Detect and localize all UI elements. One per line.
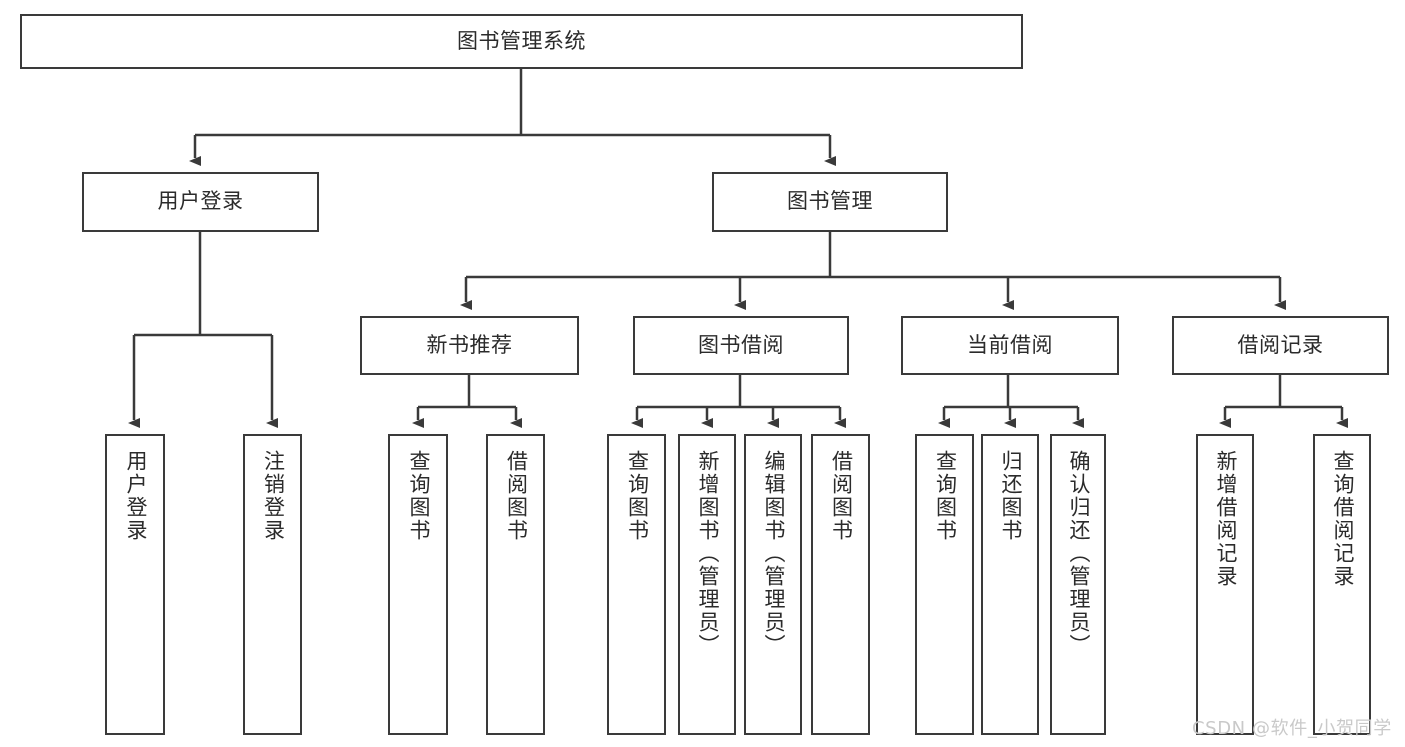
- csdn-watermark: CSDN @软件_小贺同学: [1192, 718, 1392, 739]
- node-borrow-record[interactable]: 借阅记录: [1172, 316, 1389, 375]
- node-leaf-add-borrow-record[interactable]: 新增借阅记录: [1196, 434, 1254, 735]
- node-root-system[interactable]: 图书管理系统: [20, 14, 1023, 69]
- node-leaf-query-book-3[interactable]: 查询图书: [915, 434, 974, 735]
- node-leaf-query-borrow-record-label: 查询借阅记录: [1330, 450, 1355, 588]
- node-leaf-add-borrow-record-label: 新增借阅记录: [1213, 450, 1238, 588]
- node-book-borrow[interactable]: 图书借阅: [633, 316, 849, 375]
- node-leaf-user-login[interactable]: 用户登录: [105, 434, 165, 735]
- node-borrow-record-label: 借阅记录: [1237, 332, 1324, 357]
- node-leaf-logout-login[interactable]: 注销登录: [243, 434, 302, 735]
- node-leaf-query-book-2[interactable]: 查询图书: [607, 434, 666, 735]
- node-leaf-add-book-admin-label: 新增图书（管理员）: [695, 450, 720, 657]
- node-leaf-return-book-label: 归还图书: [998, 450, 1023, 542]
- node-book-management-label: 图书管理: [787, 189, 873, 214]
- node-leaf-query-borrow-record[interactable]: 查询借阅记录: [1313, 434, 1371, 735]
- node-user-login[interactable]: 用户登录: [82, 172, 319, 232]
- node-leaf-user-login-label: 用户登录: [123, 450, 148, 542]
- node-leaf-borrow-book-1-label: 借阅图书: [504, 450, 529, 542]
- node-leaf-query-book-1[interactable]: 查询图书: [388, 434, 448, 735]
- node-leaf-add-book-admin[interactable]: 新增图书（管理员）: [678, 434, 736, 735]
- node-leaf-query-book-3-label: 查询图书: [933, 450, 958, 542]
- node-leaf-confirm-return-admin[interactable]: 确认归还（管理员）: [1050, 434, 1106, 735]
- node-leaf-borrow-book-2[interactable]: 借阅图书: [811, 434, 870, 735]
- node-book-management[interactable]: 图书管理: [712, 172, 948, 232]
- node-leaf-logout-login-label: 注销登录: [261, 450, 286, 542]
- node-root-label: 图书管理系统: [457, 28, 586, 53]
- node-current-borrow-label: 当前借阅: [967, 332, 1053, 357]
- node-current-borrow[interactable]: 当前借阅: [901, 316, 1119, 375]
- node-leaf-borrow-book-1[interactable]: 借阅图书: [486, 434, 545, 735]
- node-new-book-recommend[interactable]: 新书推荐: [360, 316, 579, 375]
- node-user-login-label: 用户登录: [157, 189, 244, 214]
- node-leaf-query-book-1-label: 查询图书: [406, 450, 431, 542]
- node-leaf-edit-book-admin[interactable]: 编辑图书（管理员）: [744, 434, 802, 735]
- node-leaf-confirm-return-admin-label: 确认归还（管理员）: [1066, 450, 1091, 657]
- node-new-book-recommend-label: 新书推荐: [426, 332, 513, 357]
- node-leaf-query-book-2-label: 查询图书: [625, 450, 650, 542]
- node-leaf-borrow-book-2-label: 借阅图书: [829, 450, 854, 542]
- node-leaf-return-book[interactable]: 归还图书: [981, 434, 1039, 735]
- node-leaf-edit-book-admin-label: 编辑图书（管理员）: [761, 450, 786, 657]
- node-book-borrow-label: 图书借阅: [698, 332, 784, 357]
